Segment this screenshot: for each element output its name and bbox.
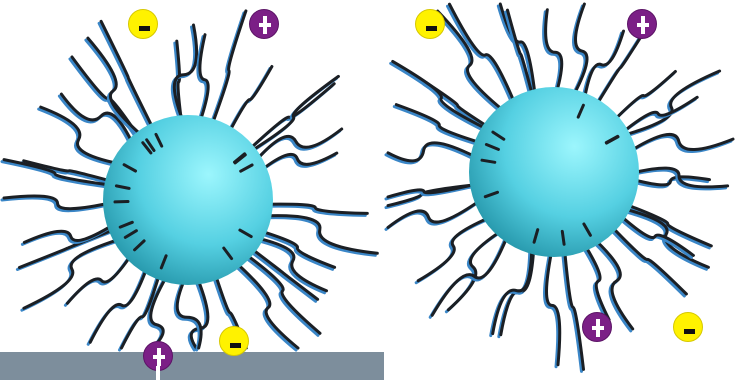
micelle-panel-left xyxy=(0,0,385,352)
negative-ion xyxy=(415,9,445,39)
surfactant-tail xyxy=(448,228,506,310)
positive-ion xyxy=(249,9,279,39)
negative-ion xyxy=(128,9,158,39)
surfactant-tail xyxy=(418,215,495,281)
surfactant-tail xyxy=(90,262,149,343)
surfactant-tail xyxy=(4,196,115,209)
micelle-core xyxy=(469,87,639,257)
negative-ion xyxy=(673,312,703,342)
positive-ion-stem xyxy=(156,366,160,380)
micelle-core xyxy=(103,115,273,285)
positive-ion xyxy=(582,312,612,342)
surfactant-tail xyxy=(564,244,583,369)
negative-ion xyxy=(219,326,249,356)
surfactant-tail xyxy=(508,10,535,102)
tail-root xyxy=(482,160,495,162)
positive-ion xyxy=(627,9,657,39)
surfactant-tail xyxy=(432,230,510,315)
tail-root xyxy=(562,231,564,244)
surfactant-tail xyxy=(625,134,733,154)
micelle-left xyxy=(0,0,385,352)
